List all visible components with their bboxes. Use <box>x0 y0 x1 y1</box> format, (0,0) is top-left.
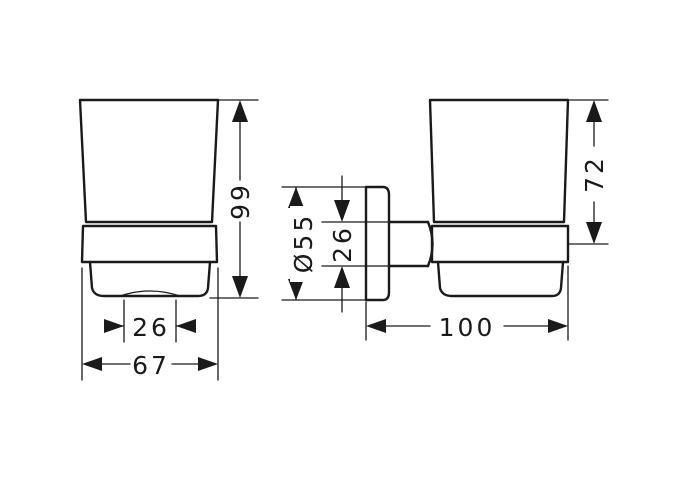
wall-plate <box>364 185 391 302</box>
arrowhead <box>366 319 386 333</box>
label-depth: 100 <box>439 313 496 342</box>
dimension-inner-26: 26 <box>104 313 196 342</box>
side-view: Ø55 26 72 100 <box>281 98 609 342</box>
front-base-curve <box>119 290 181 297</box>
arrowhead <box>82 357 102 371</box>
arrowhead <box>198 357 218 371</box>
label-inner-width: 26 <box>132 313 170 342</box>
arrowhead <box>232 100 248 122</box>
side-holder-ring <box>430 224 570 264</box>
dimension-depth-100: 100 <box>366 313 568 342</box>
dimension-height-99: 99 <box>226 100 255 298</box>
label-diameter: Ø55 <box>289 213 318 274</box>
arrowhead <box>176 319 196 333</box>
arrowhead <box>586 222 602 244</box>
side-glass <box>428 98 570 224</box>
arrowhead <box>232 276 248 298</box>
dimension-diameter-55: Ø55 <box>288 186 318 301</box>
arrowhead <box>334 200 350 222</box>
label-offset: 26 <box>328 225 357 263</box>
front-view: 99 26 67 <box>78 98 259 381</box>
arrowhead <box>548 319 568 333</box>
label-outer-width: 67 <box>132 351 170 380</box>
front-glass <box>78 98 220 224</box>
label-height-front: 99 <box>226 182 255 220</box>
label-height-side: 72 <box>580 155 609 193</box>
dimension-offset-26: 26 <box>328 175 357 313</box>
arrowhead <box>104 319 124 333</box>
arrowhead <box>288 187 304 208</box>
front-glass-base <box>88 260 212 298</box>
dimension-outer-67: 67 <box>82 351 218 380</box>
dimension-height-72: 72 <box>580 100 609 244</box>
side-glass-base <box>436 260 565 298</box>
arrowhead <box>288 279 304 300</box>
front-holder-ring <box>80 224 219 264</box>
arrowhead <box>334 266 350 288</box>
arrowhead <box>586 100 602 122</box>
